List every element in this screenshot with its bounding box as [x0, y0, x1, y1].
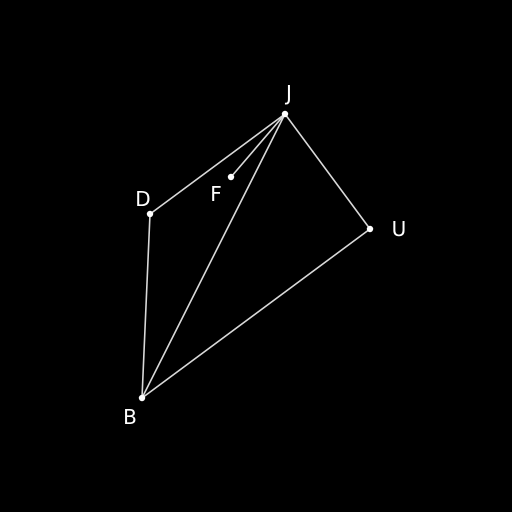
point-label-d: D [135, 187, 150, 211]
segment-jf [230, 113, 286, 178]
segment-jb [141, 113, 286, 399]
segment-db [141, 213, 151, 399]
points-group [138, 110, 374, 402]
point-label-f: F [210, 182, 222, 206]
segment-bu [141, 228, 371, 399]
segments-group [141, 113, 371, 399]
point-d [146, 210, 154, 218]
point-labels-group: J F D U B [123, 81, 406, 429]
point-u [366, 225, 374, 233]
point-label-j: J [284, 81, 292, 105]
point-b [138, 394, 146, 402]
point-j [281, 110, 289, 118]
point-f [227, 173, 235, 181]
segment-jd [149, 113, 286, 215]
segment-ju [284, 113, 371, 230]
point-label-b: B [123, 405, 137, 429]
point-label-u: U [392, 217, 407, 241]
